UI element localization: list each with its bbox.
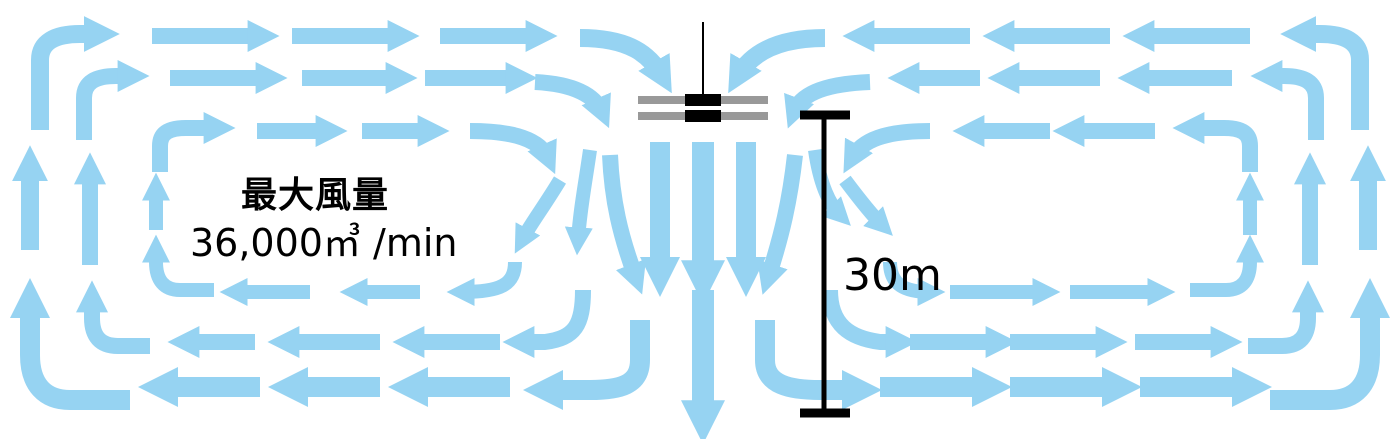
airflow-arrow (76, 280, 150, 354)
airflow-arrow (534, 74, 611, 129)
fan (638, 22, 768, 122)
airflow-arrow (142, 234, 214, 297)
fan-hub-bottom (685, 110, 721, 122)
airflow-arrow (522, 320, 650, 410)
airflow-arrow (446, 261, 522, 306)
airflow-arrow (1270, 277, 1390, 410)
airflow-arrow (10, 277, 130, 410)
airflow-arrow (469, 123, 557, 175)
airflow-arrow (728, 29, 826, 94)
airflow-value: 36,000㎥ /min (190, 221, 458, 265)
airflow-arrow (31, 16, 120, 130)
fan-hub-top (685, 94, 721, 106)
airflow-arrow (757, 154, 803, 295)
airflow-arrow (1248, 280, 1324, 354)
airflow-arrow (784, 74, 871, 129)
airflow-arrow (1250, 60, 1324, 140)
airflow-arrow (502, 289, 591, 358)
airflow-arrow (755, 320, 883, 410)
height-ruler-icon (800, 110, 850, 418)
airflow-arrow (514, 176, 567, 254)
airflow-arrow (822, 289, 918, 358)
max-airflow-title: 最大風量 (240, 175, 389, 216)
airflow-arrow (602, 154, 646, 295)
ceiling-height-label: 30m (843, 250, 942, 301)
airflow-arrow (839, 175, 893, 236)
airflow-arrow (152, 112, 236, 172)
airflow-arrow (883, 261, 946, 306)
airflow-arrow (808, 148, 851, 226)
airflow-arrow (1190, 234, 1264, 297)
airflow-arrow (564, 149, 597, 256)
airflow-arrow (1172, 112, 1258, 172)
airflow-arrow (579, 29, 672, 94)
airflow-arrow (843, 123, 931, 174)
airflow-arrow (1280, 16, 1369, 130)
airflow-arrow (76, 60, 150, 140)
